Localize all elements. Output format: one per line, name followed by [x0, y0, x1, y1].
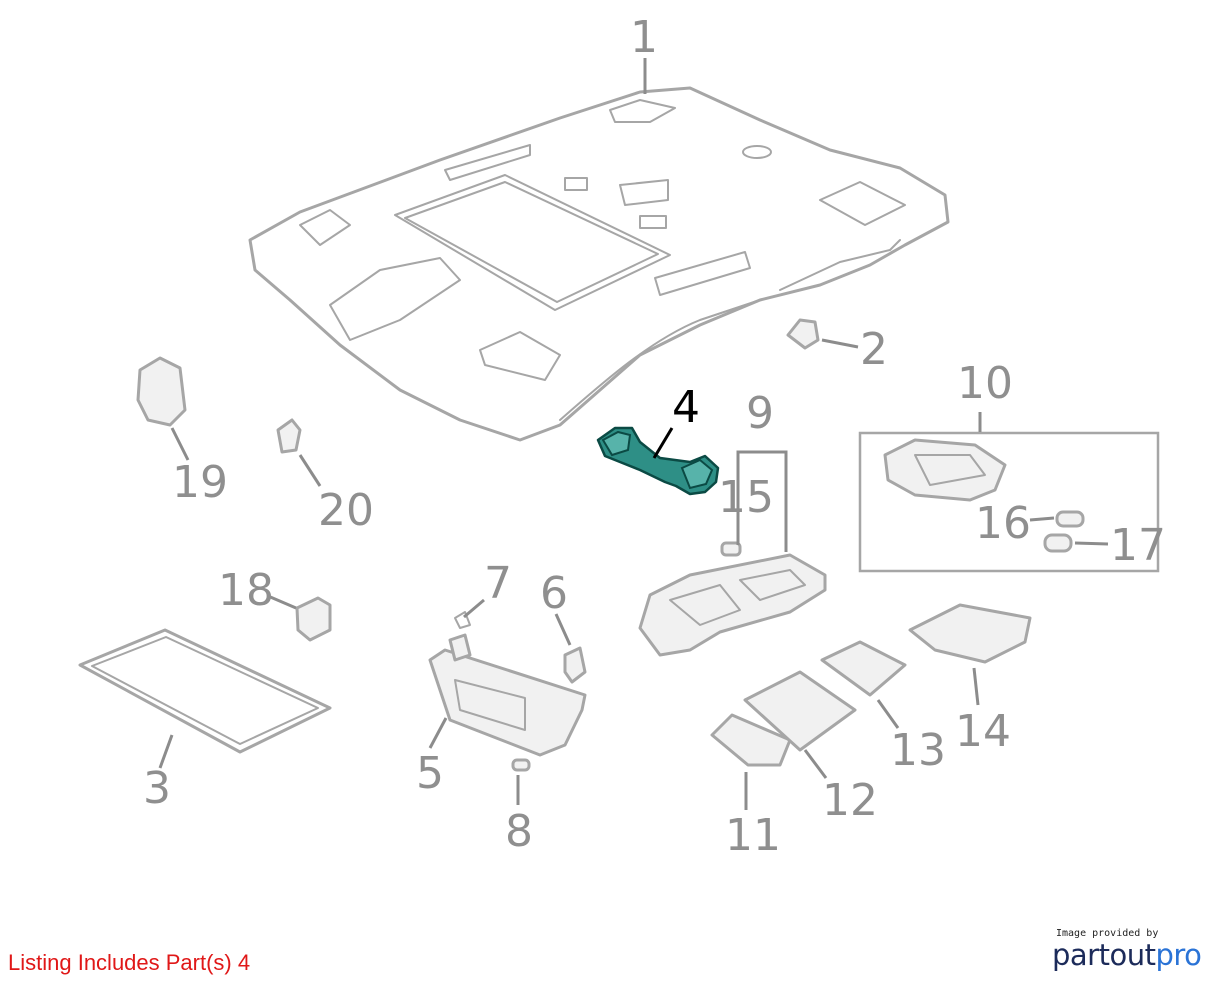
callout-4: 4 — [672, 382, 700, 433]
callout-12: 12 — [822, 775, 878, 826]
callout-1: 1 — [630, 12, 658, 63]
part-6-visor-clip — [563, 646, 587, 684]
callout-13: 13 — [890, 725, 946, 776]
part-11-trim — [710, 713, 792, 767]
callout-14: 14 — [955, 706, 1011, 757]
part-5-sun-visor — [428, 648, 587, 757]
logo-part-1: partout — [1052, 938, 1156, 972]
part-16-bulb — [1055, 510, 1085, 528]
partoutpro-logo: partoutpro — [1052, 941, 1212, 970]
callout-3: 3 — [143, 763, 171, 814]
leader-lines — [158, 58, 1109, 810]
callout-10: 10 — [957, 358, 1013, 409]
part-15-bulb — [720, 541, 742, 557]
part-10-lamp-assembly — [858, 431, 1160, 573]
callout-7: 7 — [484, 558, 512, 609]
part-17-bulb — [1043, 533, 1073, 553]
part-19-switch — [136, 356, 187, 427]
callout-9: 9 — [746, 388, 774, 439]
callout-16: 16 — [975, 498, 1031, 549]
callout-2: 2 — [860, 324, 888, 375]
part-12-panel — [743, 670, 857, 752]
callout-20: 20 — [318, 485, 374, 536]
callout-11: 11 — [725, 810, 781, 861]
logo-part-2: pro — [1155, 938, 1202, 972]
callout-19: 19 — [172, 457, 228, 508]
callout-6: 6 — [540, 568, 568, 619]
callout-15: 15 — [718, 472, 774, 523]
callout-17: 17 — [1110, 520, 1166, 571]
part-13-frame — [820, 640, 907, 697]
part-1-headliner — [248, 86, 950, 442]
callout-18: 18 — [218, 565, 274, 616]
part-3-sunroof-seal — [78, 628, 332, 754]
part-14-cover — [908, 603, 1032, 664]
image-credit: Image provided by partoutpro — [1052, 928, 1212, 970]
listing-note: Listing Includes Part(s) 4 — [8, 950, 251, 975]
part-20-switch — [276, 418, 302, 454]
part-18-switch — [295, 596, 332, 642]
part-9-console-housing — [638, 553, 827, 657]
part-4-grab-handle — [596, 426, 720, 496]
part-7-pin — [448, 611, 472, 662]
callout-labels: 1 2 3 4 5 6 7 8 9 10 11 12 13 14 15 16 1… — [143, 12, 1166, 861]
callout-8: 8 — [505, 806, 533, 857]
callout-5: 5 — [416, 748, 444, 799]
part-8-bulb — [511, 758, 531, 772]
part-2-clip — [786, 318, 820, 350]
credit-caption: Image provided by — [1056, 928, 1159, 939]
